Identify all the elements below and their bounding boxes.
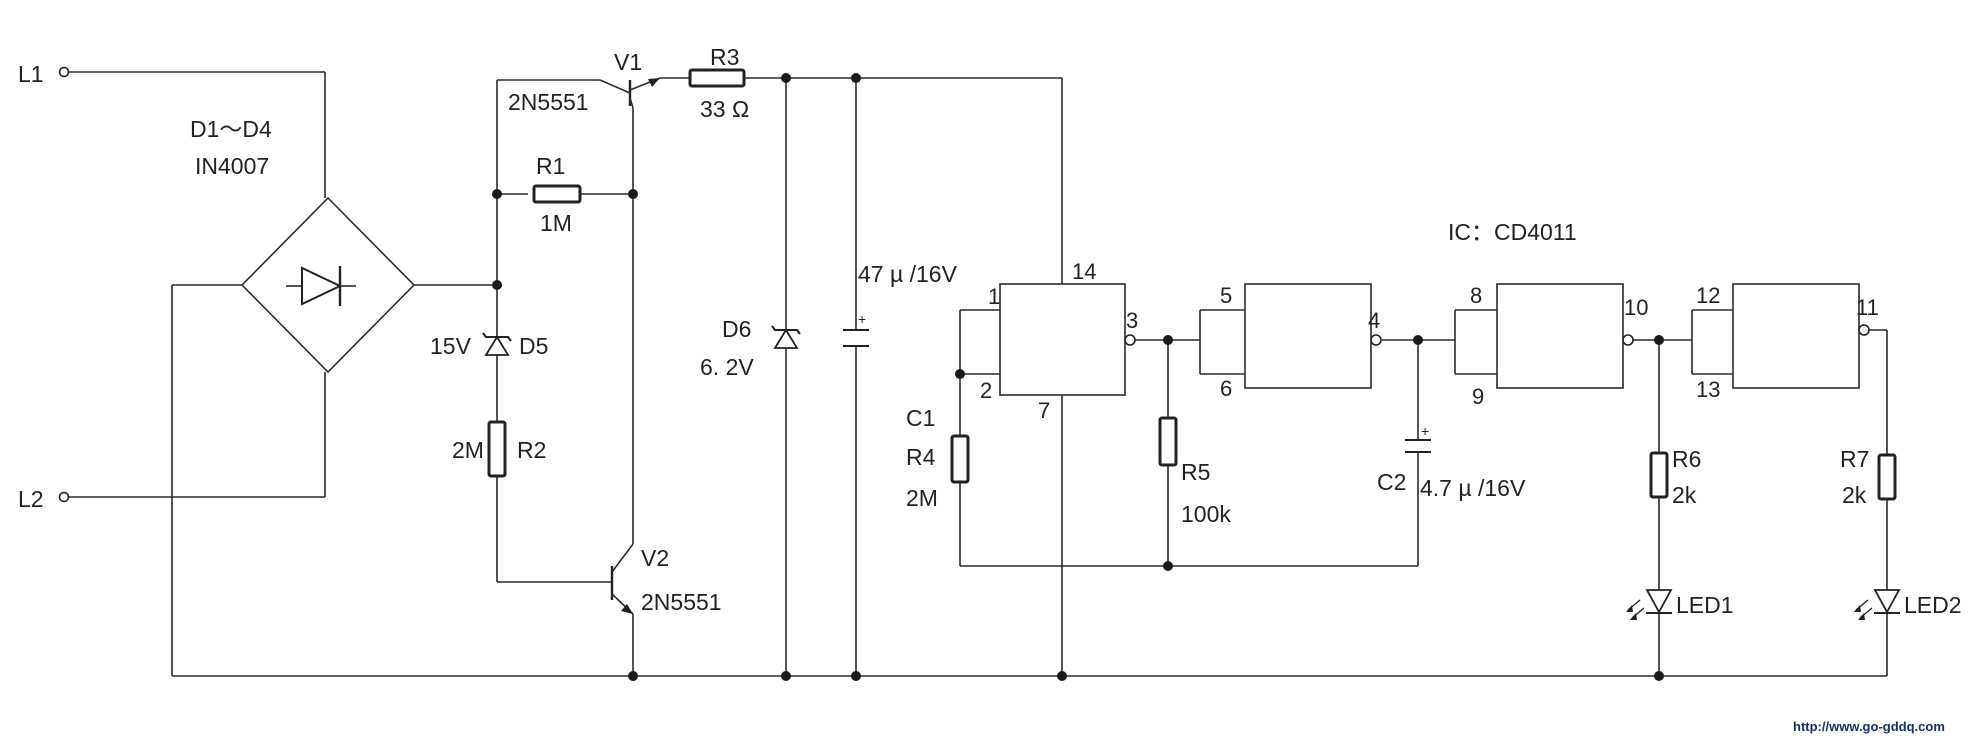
transistor-v2 [610, 543, 634, 615]
c2-value: 4.7 µ /16V [1420, 475, 1526, 501]
pin-14: 14 [1072, 259, 1096, 284]
pin-7: 7 [1038, 398, 1050, 423]
svg-text:+: + [858, 311, 866, 327]
pin-1: 1 [988, 284, 1000, 309]
v2-name: V2 [641, 545, 669, 571]
led2-name: LED2 [1904, 592, 1962, 618]
bridge-rectifier [240, 196, 416, 374]
resistor-r5 [1158, 416, 1178, 467]
c1-name: C1 [906, 405, 935, 431]
resistor-r3 [688, 68, 746, 88]
v1-model: 2N5551 [508, 89, 589, 115]
nand-gate-3 [1496, 283, 1634, 389]
resistor-r4 [950, 434, 970, 484]
terminal-l1-label: L1 [18, 61, 44, 87]
led1-icon [1626, 589, 1673, 620]
r5-name: R5 [1181, 459, 1210, 485]
r7-value: 2k [1842, 482, 1867, 508]
d6-value: 6. 2V [700, 354, 754, 380]
r3-value: 33 Ω [700, 96, 749, 122]
pin-3: 3 [1126, 308, 1138, 333]
nand-gate-1 [999, 283, 1136, 396]
r2-name: R2 [517, 437, 546, 463]
r1-value: 1M [540, 210, 572, 236]
nand-gate-2 [1244, 283, 1382, 389]
r3-name: R3 [710, 44, 739, 70]
resistor-r7 [1877, 453, 1897, 501]
pin-2: 2 [980, 378, 992, 403]
pin-6: 6 [1220, 376, 1232, 401]
pin-4: 4 [1368, 308, 1380, 333]
terminal-l2 [58, 491, 70, 503]
zener-d6 [771, 312, 801, 360]
pin-8: 8 [1470, 283, 1482, 308]
r4-value: 2M [906, 485, 938, 511]
pin-11: 11 [1856, 295, 1879, 320]
d5-value: 15V [430, 333, 472, 359]
resistor-r2 [487, 420, 507, 478]
bridge-model: IN4007 [195, 153, 269, 179]
watermark-url: http://www.go-gddq.com [1793, 719, 1945, 734]
resistor-r1 [532, 184, 582, 204]
bridge-name: D1～D4 [190, 116, 272, 142]
v2-model: 2N5551 [641, 589, 722, 615]
wires [68, 71, 1888, 677]
r2-value: 2M [452, 437, 484, 463]
terminal-l1 [58, 66, 70, 78]
r7-name: R7 [1840, 446, 1869, 472]
resistor-r6 [1649, 451, 1669, 499]
d6-name: D6 [722, 316, 751, 342]
pin-13: 13 [1696, 377, 1720, 402]
pin-9: 9 [1472, 384, 1484, 409]
pin-10: 10 [1624, 295, 1648, 320]
terminal-l2-label: L2 [18, 486, 44, 512]
d5-name: D5 [519, 333, 548, 359]
led2-icon [1854, 589, 1901, 620]
svg-text:+: + [1421, 423, 1429, 439]
r6-value: 2k [1672, 482, 1697, 508]
junction-dots [492, 73, 1664, 681]
pin-5: 5 [1220, 283, 1232, 308]
capacitor-c2: + [1405, 423, 1431, 453]
transistor-v1 [599, 77, 661, 109]
r5-value: 100k [1181, 501, 1231, 527]
led1-name: LED1 [1676, 592, 1734, 618]
c2-name: C2 [1377, 469, 1406, 495]
capacitor-47u: + [843, 311, 869, 347]
ic-label: IC：CD4011 [1448, 219, 1577, 245]
r6-name: R6 [1672, 446, 1701, 472]
nand-gate-4 [1732, 283, 1870, 389]
v1-name: V1 [614, 49, 642, 75]
zener-d5 [482, 330, 512, 356]
r1-name: R1 [536, 153, 565, 179]
r4-name: R4 [906, 444, 936, 470]
pin-12: 12 [1696, 283, 1720, 308]
capacitor-47u-value: 47 µ /16V [858, 261, 958, 287]
